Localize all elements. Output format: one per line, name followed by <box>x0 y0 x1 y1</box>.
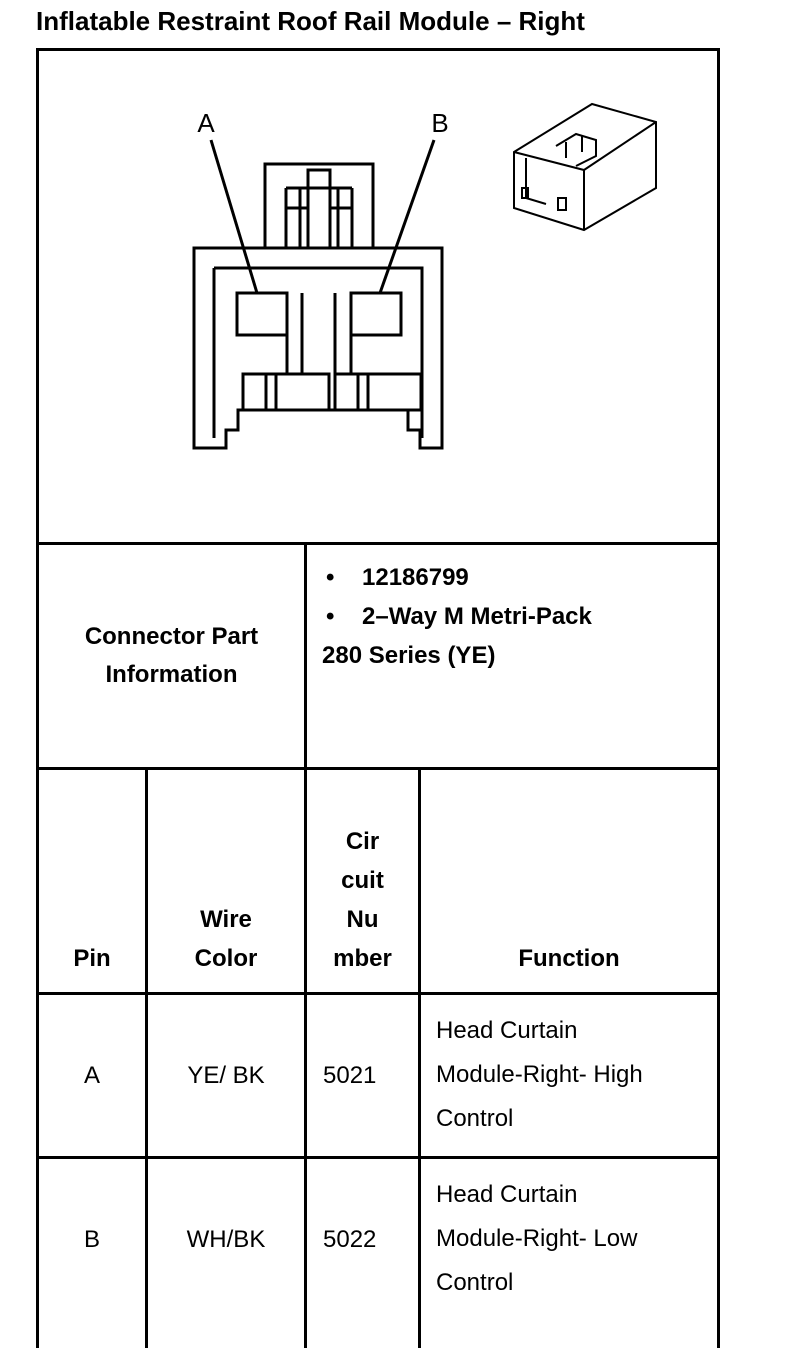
leader-b <box>378 139 436 294</box>
header-pin: Pin <box>73 945 111 972</box>
border-left <box>36 48 39 1348</box>
cavity-a <box>235 291 289 337</box>
header-wire-color: Wire Color <box>194 906 258 972</box>
connector-info-label: Connector Part Information <box>84 623 259 688</box>
connector-series: 280 Series (YE) <box>322 642 496 669</box>
page-title: Inflatable Restraint Roof Rail Module – … <box>36 6 585 36</box>
connector-sheet: A B Connector Part Information • 1218679… <box>36 48 720 1348</box>
border-right <box>717 48 720 1348</box>
connector-info-values: • 12186799 • 2–Way M Metri-Pack 280 Seri… <box>322 558 712 675</box>
row-a-pin: A <box>83 1061 100 1089</box>
rule-col-circuit <box>418 767 421 1348</box>
rule-col-pin <box>145 767 148 1348</box>
border-top <box>36 48 720 51</box>
connector-diagram: A B <box>192 102 657 450</box>
rule-header-bottom <box>36 992 720 995</box>
cavity-b <box>349 291 403 337</box>
pin-label-a: A <box>197 108 215 138</box>
rule-info-split <box>304 542 307 770</box>
row-a-wire-color: YE/ BK <box>187 1061 265 1089</box>
row-b-wire-color: WH/BK <box>186 1225 266 1253</box>
rule-diagram-bottom <box>36 542 720 545</box>
row-b-function: Head Curtain Module-Right- Low Control <box>436 1181 638 1296</box>
rule-col-wire <box>304 767 307 1348</box>
part-number: 12186799 <box>362 564 469 591</box>
connector-latch <box>263 162 375 250</box>
connector-3d-icon <box>513 102 657 232</box>
row-a-function: Head Curtain Module-Right- High Control <box>436 1017 643 1132</box>
header-circuit-number: Cir cuit Nu mber <box>333 828 392 972</box>
connector-body <box>192 246 444 450</box>
rule-row-a-bottom <box>36 1156 720 1159</box>
leader-a <box>209 139 259 294</box>
bullet-item: • 2–Way M Metri-Pack <box>322 597 712 636</box>
header-function: Function <box>518 945 620 972</box>
rule-info-bottom <box>36 767 720 770</box>
row-a-circuit: 5021 <box>323 1061 377 1089</box>
row-b-pin: B <box>83 1225 100 1253</box>
connector-type: 2–Way M Metri-Pack <box>362 603 592 630</box>
pin-label-b: B <box>431 108 448 138</box>
row-b-circuit: 5022 <box>323 1225 377 1253</box>
bullet-item: • 12186799 <box>322 558 712 597</box>
